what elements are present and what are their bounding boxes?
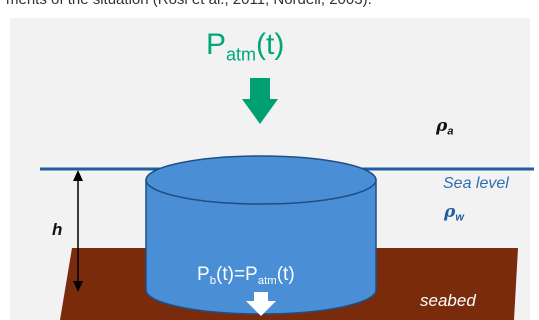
sea-level-label: Sea level xyxy=(443,175,509,193)
atmospheric-pressure-label: Patm(t) xyxy=(206,28,284,65)
depth-label: h xyxy=(52,220,62,240)
atmospheric-pressure-arrow xyxy=(242,78,278,124)
water-density-label: ρw xyxy=(444,202,464,223)
air-density-label: ρa xyxy=(436,116,453,137)
depth-arrow-top xyxy=(73,170,83,181)
seabed-label: seabed xyxy=(420,291,476,311)
bottom-pressure-label: Pb(t)=Patm(t) xyxy=(197,264,295,287)
cylinder-top xyxy=(146,156,376,204)
